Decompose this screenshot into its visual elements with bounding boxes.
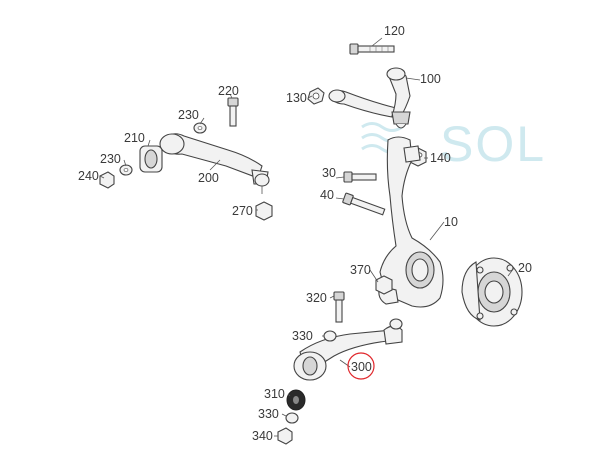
callout-230-top: 230 (178, 108, 199, 122)
callout-330-lower: 330 (258, 407, 279, 421)
callout-30: 30 (322, 166, 336, 180)
callout-230-left: 230 (100, 152, 121, 166)
callout-240: 240 (78, 169, 99, 183)
bolt-120 (349, 43, 395, 55)
highlight-circle (347, 352, 375, 380)
bolt-30 (343, 171, 377, 183)
callout-370: 370 (350, 263, 371, 277)
callout-140: 140 (430, 151, 451, 165)
callout-120: 120 (384, 24, 405, 38)
callout-270: 270 (232, 204, 253, 218)
washer-230b (119, 164, 133, 176)
callout-320: 320 (306, 291, 327, 305)
washer-330a (323, 330, 337, 342)
callout-20: 20 (518, 261, 532, 275)
washer-230a (193, 122, 207, 134)
callout-200: 200 (198, 171, 219, 185)
upper-control-arm (328, 67, 411, 129)
nut-270 (255, 201, 273, 221)
watermark-text: SOL (440, 116, 546, 172)
callout-340: 340 (252, 429, 273, 443)
steering-knuckle (378, 136, 444, 308)
callout-labels: 120 100 130 140 30 40 10 20 370 320 330 … (78, 24, 532, 443)
callout-210: 210 (124, 131, 145, 145)
nut-240 (99, 171, 115, 189)
callout-10: 10 (444, 215, 458, 229)
nut-130 (307, 87, 325, 105)
bolt-40 (342, 192, 386, 216)
nut-340 (277, 427, 293, 445)
callout-330-upper: 330 (292, 329, 313, 343)
callout-220: 220 (218, 84, 239, 98)
callout-300-highlighted: 300 (347, 352, 375, 380)
nut-370 (375, 275, 393, 295)
bushing-310 (286, 389, 306, 411)
callout-130: 130 (286, 91, 307, 105)
sol-watermark-logo: SOL (361, 116, 546, 172)
leader-lines (99, 37, 515, 437)
wheel-hub (461, 257, 523, 327)
tension-strut-arm (159, 133, 270, 194)
bushing-210 (139, 145, 163, 173)
bolt-320 (333, 291, 345, 323)
callout-300: 300 (351, 360, 372, 374)
callout-100: 100 (420, 72, 441, 86)
bolt-220 (227, 97, 239, 127)
lower-control-arm-300 (293, 318, 403, 381)
callout-310: 310 (264, 387, 285, 401)
callout-40: 40 (320, 188, 334, 202)
washer-330b (285, 412, 299, 424)
